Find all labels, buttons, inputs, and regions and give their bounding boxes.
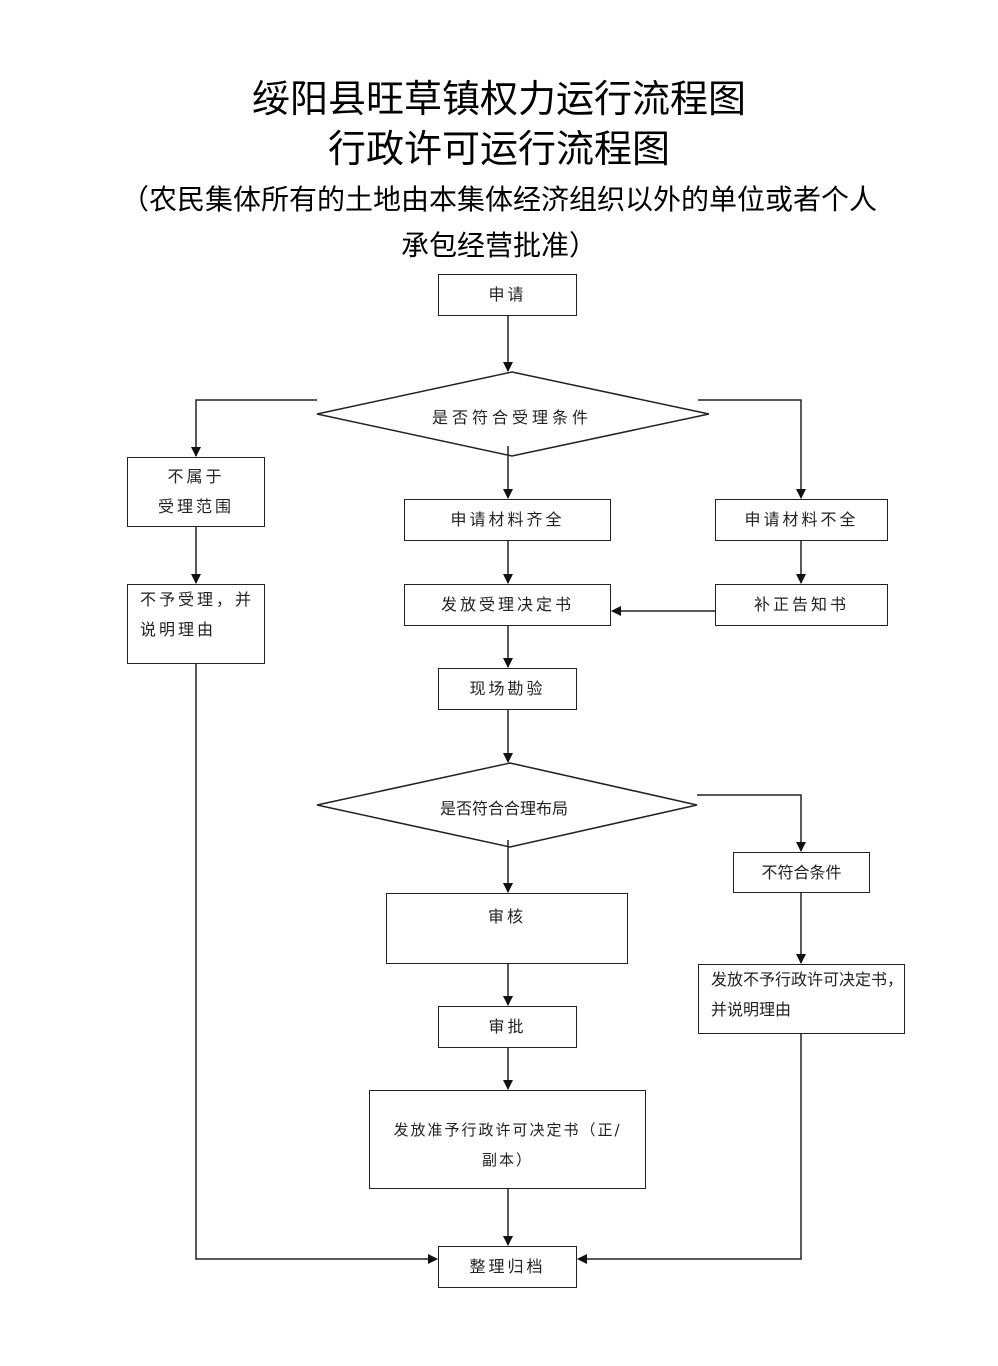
node-apply: 申请 [438,274,577,316]
arrow-to-incomplete [698,399,806,499]
deny-line2: 并说明理由 [711,1000,792,1019]
node-site-inspection: 现场勘验 [438,668,577,710]
materials-incomplete-label: 申请材料不全 [744,510,859,529]
out-of-scope-line1: 不属于 [167,467,225,486]
node-review: 审核 [386,893,628,964]
correction-notice-label: 补正告知书 [753,595,849,614]
grant-line1: 发放准予行政许可决定书（正/ [393,1120,622,1139]
out-of-scope-line2: 受理范围 [157,497,234,516]
grant-line2: 副本） [481,1150,533,1169]
arrow-deny-to-archive [577,1034,802,1264]
page-subtitle: 行政许可运行流程图 [327,127,670,171]
decision-diamond-acceptance [316,371,710,457]
not-qualified-label: 不符合条件 [761,862,842,882]
node-approve: 审批 [438,1006,577,1048]
reject-line2: 说明理由 [140,620,217,639]
issue-acceptance-label: 发放受理决定书 [440,595,574,614]
node-grant: 发放准予行政许可决定书（正/ 副本） [369,1090,646,1189]
reject-line1: 不予受理，并 [140,590,255,609]
deny-line1: 发放不予行政许可决定书， [711,970,904,989]
node-not-qualified: 不符合条件 [733,852,870,893]
archive-label: 整理归档 [469,1257,546,1276]
scope-note-line1: （农民集体所有的土地由本集体经济组织以外的单位或者个人 [120,183,877,216]
node-archive: 整理归档 [438,1246,577,1288]
review-label: 审核 [487,907,526,926]
page-title: 绥阳县旺草镇权力运行流程图 [251,77,746,121]
node-correction-notice: 补正告知书 [715,584,888,626]
scope-note-line2: 承包经营批准） [400,229,597,262]
arrow-to-not-qualified [697,794,806,852]
node-deny: 发放不予行政许可决定书， 并说明理由 [698,964,905,1034]
node-out-of-scope: 不属于 受理范围 [127,457,265,527]
node-materials-complete: 申请材料齐全 [404,499,611,541]
node-materials-incomplete: 申请材料不全 [715,499,888,541]
node-apply-label: 申请 [488,285,527,304]
site-inspection-label: 现场勘验 [469,679,546,698]
approve-label: 审批 [488,1017,527,1036]
materials-complete-label: 申请材料齐全 [450,510,565,529]
decision-diamond-layout [316,762,698,848]
decision-acceptance-label: 是否符合受理条件 [431,408,592,427]
decision-layout-label: 是否符合合理布局 [439,799,568,818]
arrow-to-out-of-scope [191,399,317,457]
arrow-reject-to-archive [195,664,438,1264]
node-issue-acceptance: 发放受理决定书 [404,584,611,626]
node-reject: 不予受理，并 说明理由 [127,584,265,664]
